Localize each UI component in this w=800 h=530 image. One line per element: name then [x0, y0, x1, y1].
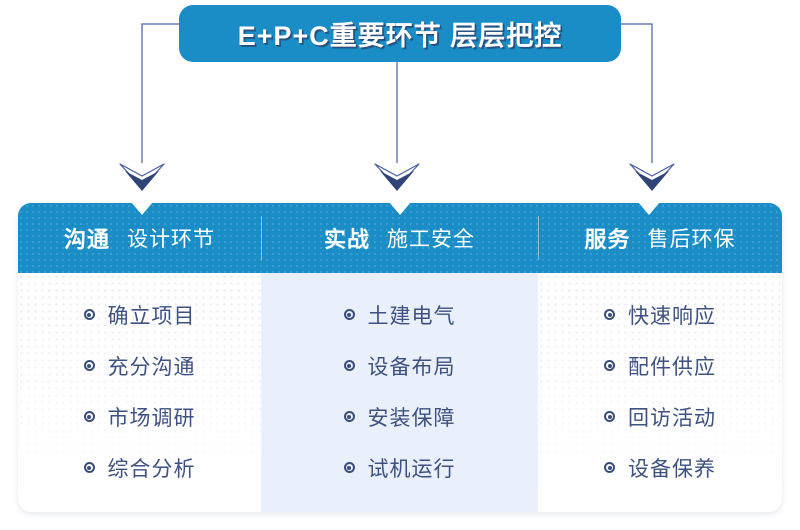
column-header-communication[interactable]: 沟通 设计环节: [18, 203, 261, 273]
bullet-icon: [604, 309, 615, 320]
column-header-regular-label: 施工安全: [387, 228, 475, 251]
arrowhead-right: [629, 163, 675, 191]
bullet-icon: [343, 360, 355, 371]
list-item-label: 充分沟通: [107, 355, 196, 379]
card-header-row: 沟通 设计环节 实战 施工安全 服务 售后环保: [18, 203, 782, 273]
arrowhead-center: [374, 163, 420, 191]
column-header-regular-label: 设计环节: [127, 228, 215, 251]
column-header-bold-label: 沟通: [63, 227, 110, 252]
list-item[interactable]: 确立项目: [83, 289, 196, 340]
connector-line-right: [621, 23, 653, 163]
bullet-icon: [604, 360, 615, 371]
item-list: 土建电气 设备布局 安装保障 试机运行: [261, 273, 538, 493]
connector-line-left: [141, 23, 179, 163]
bullet-icon: [83, 309, 95, 320]
column-execution: 土建电气 设备布局 安装保障 试机运行: [261, 273, 538, 512]
list-item[interactable]: 设备保养: [604, 442, 716, 493]
list-item-label: 快速响应: [628, 304, 716, 328]
bullet-icon: [604, 411, 615, 422]
card-body-columns: 确立项目 充分沟通 市场调研 综合分析: [18, 273, 782, 512]
item-list: 确立项目 充分沟通 市场调研 综合分析: [18, 273, 261, 493]
list-item-label: 设备布局: [367, 355, 456, 379]
column-service: 快速响应 配件供应 回访活动 设备保养: [538, 273, 782, 512]
list-item-label: 回访活动: [628, 406, 716, 430]
list-item-label: 设备保养: [628, 457, 716, 481]
header-divider-2: [538, 216, 539, 260]
list-item[interactable]: 配件供应: [604, 340, 716, 391]
bullet-icon: [83, 411, 95, 422]
column-header-regular-label: 售后环保: [647, 228, 736, 251]
bullet-icon: [83, 462, 95, 473]
column-header-bold-label: 服务: [584, 227, 631, 252]
list-item[interactable]: 设备布局: [343, 340, 456, 391]
process-card: 沟通 设计环节 实战 施工安全 服务 售后环保 确立项目: [18, 203, 782, 512]
item-list: 快速响应 配件供应 回访活动 设备保养: [538, 273, 782, 493]
list-item[interactable]: 试机运行: [343, 442, 456, 493]
header-divider-1: [261, 216, 262, 260]
list-item-label: 土建电气: [367, 304, 456, 328]
list-item[interactable]: 回访活动: [604, 391, 716, 442]
list-item-label: 市场调研: [107, 406, 196, 430]
list-item[interactable]: 综合分析: [83, 442, 196, 493]
bullet-icon: [83, 360, 95, 371]
bullet-icon: [343, 411, 355, 422]
list-item[interactable]: 快速响应: [604, 289, 716, 340]
list-item[interactable]: 充分沟通: [83, 340, 196, 391]
bullet-icon: [604, 462, 615, 473]
column-communication: 确立项目 充分沟通 市场调研 综合分析: [18, 273, 261, 512]
list-item-label: 安装保障: [367, 406, 456, 430]
list-item-label: 确立项目: [107, 304, 196, 328]
column-header-execution[interactable]: 实战 施工安全: [261, 203, 538, 273]
title-banner: E+P+C重要环节 层层把控: [179, 5, 621, 62]
list-item-label: 配件供应: [628, 355, 716, 379]
list-item[interactable]: 安装保障: [343, 391, 456, 442]
list-item[interactable]: 土建电气: [343, 289, 456, 340]
column-header-bold-label: 实战: [323, 227, 370, 252]
bullet-icon: [343, 462, 355, 473]
list-item[interactable]: 市场调研: [83, 391, 196, 442]
column-header-service[interactable]: 服务 售后环保: [538, 203, 782, 273]
arrowhead-left: [119, 163, 165, 191]
list-item-label: 综合分析: [107, 457, 196, 481]
banner-title: E+P+C重要环节 层层把控: [237, 21, 563, 51]
bullet-icon: [343, 309, 355, 320]
list-item-label: 试机运行: [367, 457, 456, 481]
